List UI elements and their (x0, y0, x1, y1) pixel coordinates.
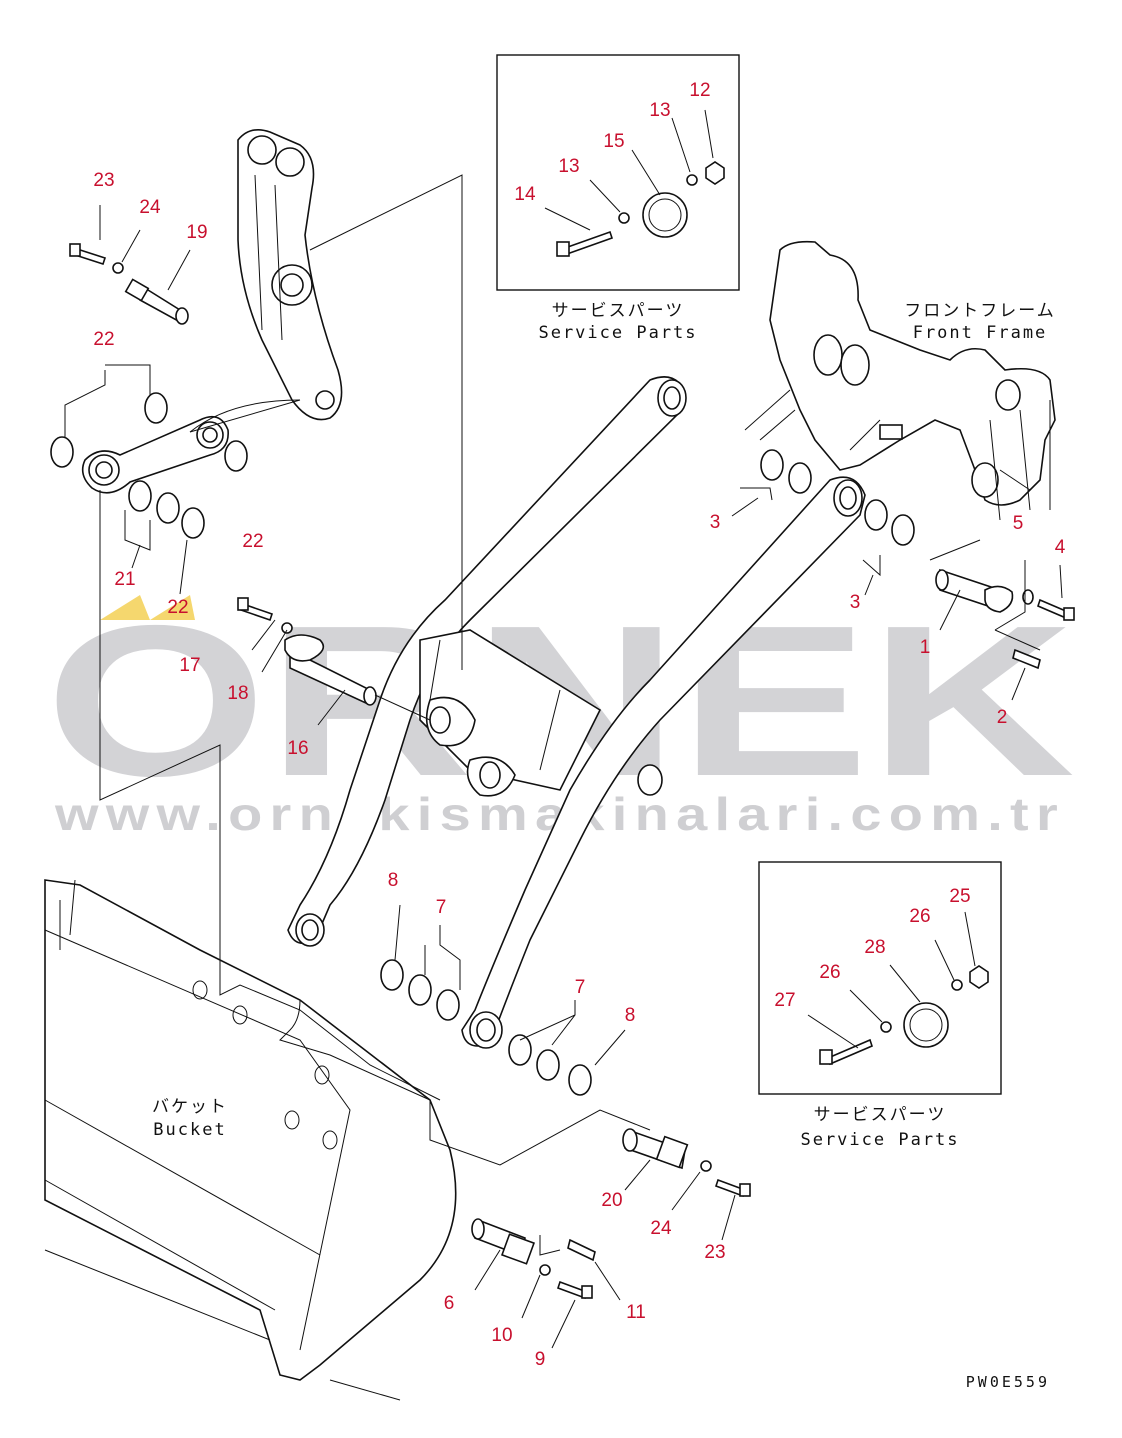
bolt-23a (69, 243, 107, 266)
callout-26: 26 (819, 962, 840, 983)
bucket-label-jp: バケット (152, 1097, 228, 1117)
callout-18: 18 (227, 683, 248, 704)
callout-26: 26 (909, 906, 930, 927)
callout-27: 27 (774, 990, 795, 1011)
shim-22 (50, 436, 74, 468)
callout-22: 22 (242, 531, 263, 552)
pin-16 (284, 634, 377, 706)
link-21 (81, 415, 229, 494)
shim-3 (760, 449, 784, 481)
shim-7 (508, 1034, 532, 1066)
bolt-23b (714, 1178, 751, 1198)
service-parts-box-top (496, 54, 740, 291)
callout-20: 20 (601, 1190, 622, 1211)
callout-1: 1 (920, 637, 931, 658)
front-frame-label-en: Front Frame (913, 323, 1048, 343)
callout-12: 12 (689, 80, 710, 101)
callout-3: 3 (850, 592, 861, 613)
callout-17: 17 (179, 655, 200, 676)
bolt-9 (556, 1280, 593, 1300)
pin-19 (124, 278, 189, 325)
shim-21 (128, 480, 152, 512)
callout-6: 6 (444, 1293, 455, 1314)
grease-fitting-11 (567, 1238, 596, 1262)
callout-3: 3 (710, 512, 721, 533)
inset-bottom-caption-en: Service Parts (800, 1130, 959, 1150)
callout-10: 10 (491, 1325, 512, 1346)
inset-bottom-caption-jp: サービスパーツ (814, 1105, 947, 1125)
callout-13: 13 (558, 156, 579, 177)
shim-22 (144, 392, 168, 424)
bell-crank (237, 129, 343, 421)
washer-10 (539, 1264, 551, 1276)
washer-18 (281, 622, 293, 634)
front-frame-label-jp: フロントフレーム (904, 301, 1056, 321)
callout-23: 23 (93, 170, 114, 191)
drawing-code: PW0E559 (966, 1373, 1050, 1391)
callout-14: 14 (514, 184, 536, 205)
inset-top-caption-jp: サービスパーツ (552, 301, 685, 321)
shim-7 (436, 989, 460, 1021)
lift-arm-upper (287, 376, 687, 947)
callout-24: 24 (650, 1218, 672, 1239)
shim-7 (408, 974, 432, 1006)
watermark-accent-mark (150, 595, 195, 620)
leader-lines (64, 109, 1063, 1349)
lift-arm-lower (461, 476, 866, 1049)
watermark-accent-mark (100, 595, 150, 620)
callout-23: 23 (704, 1242, 725, 1263)
front-frame (744, 240, 1056, 521)
callout-9: 9 (535, 1349, 546, 1370)
callout-5: 5 (1013, 513, 1024, 534)
callout-8: 8 (625, 1005, 636, 1026)
inset-top-caption-en: Service Parts (538, 323, 697, 343)
callout-25: 25 (949, 886, 970, 907)
callout-22: 22 (93, 329, 114, 350)
grease-fitting-2 (1012, 648, 1041, 670)
shim-21 (156, 492, 180, 524)
shim-8 (380, 959, 404, 991)
shim-3 (864, 499, 888, 531)
shim-3 (891, 514, 915, 546)
shim-3 (788, 462, 812, 494)
bucket-label-en: Bucket (153, 1120, 226, 1140)
callout-16: 16 (287, 738, 308, 759)
callout-24: 24 (139, 197, 161, 218)
shim-22 (224, 440, 248, 472)
callout-2: 2 (997, 707, 1008, 728)
inset-bottom-parts (819, 965, 989, 1066)
bucket (44, 879, 457, 1401)
inset-top-parts (556, 161, 725, 257)
shim-22 (181, 507, 205, 539)
callout-8: 8 (388, 870, 399, 891)
callout-11: 11 (626, 1302, 646, 1323)
service-parts-box-bottom (758, 861, 1002, 1095)
washer-24a (112, 262, 124, 274)
pin-20 (622, 1128, 689, 1170)
callout-21: 21 (114, 569, 135, 590)
cross-tube (419, 629, 602, 797)
bolt-17 (237, 597, 274, 622)
shim-8 (568, 1064, 592, 1096)
callout-4: 4 (1055, 537, 1066, 558)
callout-15: 15 (603, 131, 624, 152)
shim-7 (536, 1049, 560, 1081)
pin-6 (471, 1218, 536, 1265)
callout-22: 22 (167, 597, 188, 618)
bolt-4 (1037, 598, 1075, 621)
callout-19: 19 (186, 222, 207, 243)
callout-13: 13 (649, 100, 670, 121)
callout-7: 7 (436, 897, 447, 918)
pin-1 (935, 568, 1014, 613)
callout-28: 28 (864, 937, 885, 958)
callout-7: 7 (575, 977, 586, 998)
washer-24b (700, 1160, 712, 1172)
